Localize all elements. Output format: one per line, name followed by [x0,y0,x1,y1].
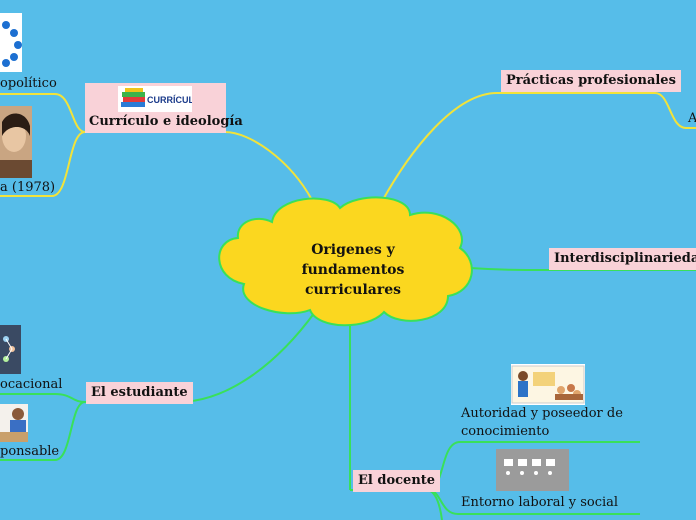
workplace-image [496,449,569,491]
branch-practicas-label: Prácticas profesionales [506,73,676,88]
leaf-practicas-child[interactable]: A [688,111,696,126]
leaf-sociopolitico[interactable]: opolítico [0,76,57,91]
branch-curriculo[interactable]: CURRÍCULO Currículo e ideología [85,83,243,133]
leaf-autoridad-line2[interactable]: conocimiento [461,424,550,439]
branch-docente-label: El docente [358,473,436,488]
central-cloud [218,196,473,327]
leaf-responsable[interactable]: ponsable [0,444,60,459]
central-topic[interactable]: Origenes y fundamentos curriculares [293,240,413,300]
author-portrait-image [0,106,32,178]
teacher-classroom-image [511,364,585,405]
branch-estudiante-label: El estudiante [91,385,188,400]
branch-interdisciplinariedad[interactable]: Interdisciplinariedad [549,248,696,270]
connector-docente-down [427,489,443,520]
leaf-author-1978[interactable]: a (1978) [0,180,56,195]
branch-interdisciplinariedad-label: Interdisciplinariedad [554,251,696,266]
connector-practicas-child [654,92,696,129]
central-topic-line2: fundamentos [301,262,405,278]
branch-docente[interactable]: El docente [353,470,441,492]
connector-interdisciplinariedad [469,267,696,271]
connector-author [0,131,86,197]
connector-practicas [379,92,498,206]
leaf-entorno[interactable]: Entorno laboral y social [461,495,619,510]
central-topic-line3: curriculares [304,282,402,298]
branch-estudiante[interactable]: El estudiante [86,382,193,404]
connector-vocacional [0,393,86,403]
connector-responsable [0,401,86,461]
branch-practicas[interactable]: Prácticas profesionales [501,70,681,92]
central-topic-line1: Origenes y [311,242,395,258]
curriculo-image: CURRÍCULO [118,86,192,112]
connector-sociopolitico [0,93,86,133]
vocacional-image [0,325,21,374]
responsable-image [0,404,28,442]
leaf-vocacional[interactable]: ocacional [0,377,63,392]
people-circle-image [0,13,22,72]
leaf-autoridad-line1[interactable]: Autoridad y poseedor de [461,406,623,421]
connector-curriculo [224,131,313,201]
branch-curriculo-label: Currículo e ideología [89,114,243,129]
curriculo-image-label: CURRÍCULO [147,95,192,105]
